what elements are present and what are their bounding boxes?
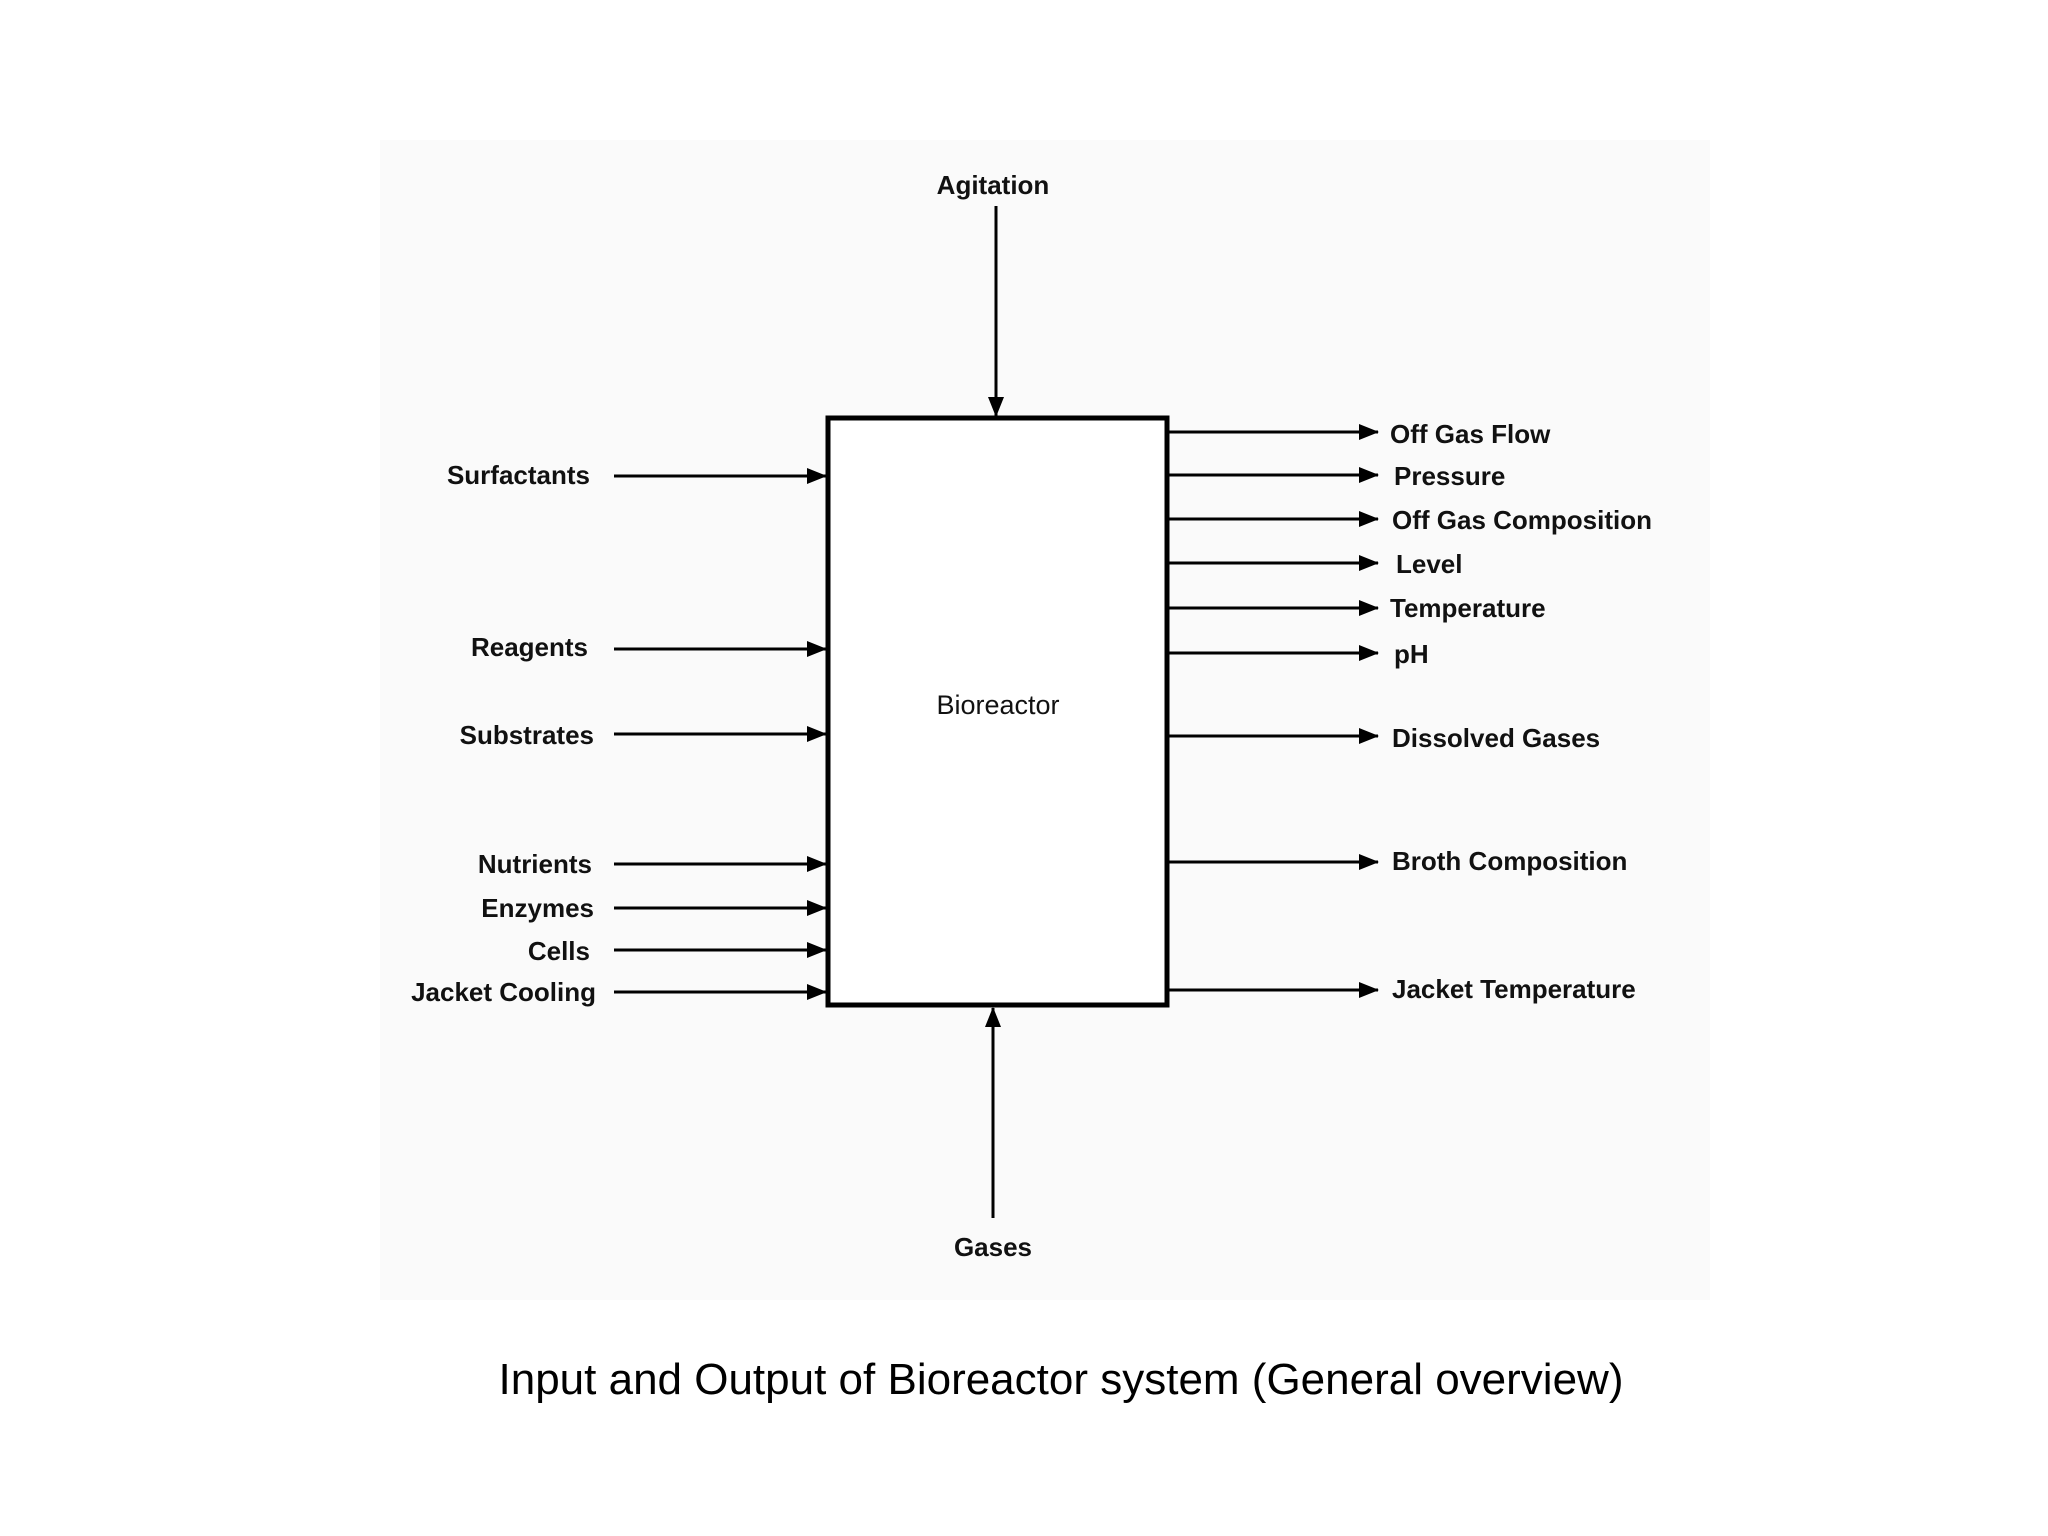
output-label-pressure: Pressure [1394, 461, 1505, 491]
right-outputs: Off Gas Flow Pressure Off Gas Compositio… [1169, 419, 1652, 1004]
input-label-jacket-cooling: Jacket Cooling [411, 977, 596, 1007]
output-label-level: Level [1396, 549, 1463, 579]
output-label-jacket-temperature: Jacket Temperature [1392, 974, 1636, 1004]
input-label-nutrients: Nutrients [478, 849, 592, 879]
output-label-dissolved-gases: Dissolved Gases [1392, 723, 1600, 753]
output-label-temperature: Temperature [1390, 593, 1546, 623]
output-label-ph: pH [1394, 639, 1429, 669]
agitation-label: Agitation [937, 170, 1050, 200]
figure-caption: Input and Output of Bioreactor system (G… [498, 1355, 1624, 1404]
bioreactor-box [825, 415, 1170, 1008]
input-label-enzymes: Enzymes [481, 893, 594, 923]
output-label-off-gas-composition: Off Gas Composition [1392, 505, 1652, 535]
output-label-broth-composition: Broth Composition [1392, 846, 1627, 876]
bioreactor-label: Bioreactor [936, 690, 1059, 720]
output-label-off-gas-flow: Off Gas Flow [1390, 419, 1551, 449]
input-label-substrates: Substrates [460, 720, 594, 750]
left-inputs: Surfactants Reagents Substrates Nutrient… [411, 460, 827, 1007]
input-label-reagents: Reagents [471, 632, 588, 662]
input-label-cells: Cells [528, 936, 590, 966]
input-label-surfactants: Surfactants [447, 460, 590, 490]
gases-label: Gases [954, 1232, 1032, 1262]
